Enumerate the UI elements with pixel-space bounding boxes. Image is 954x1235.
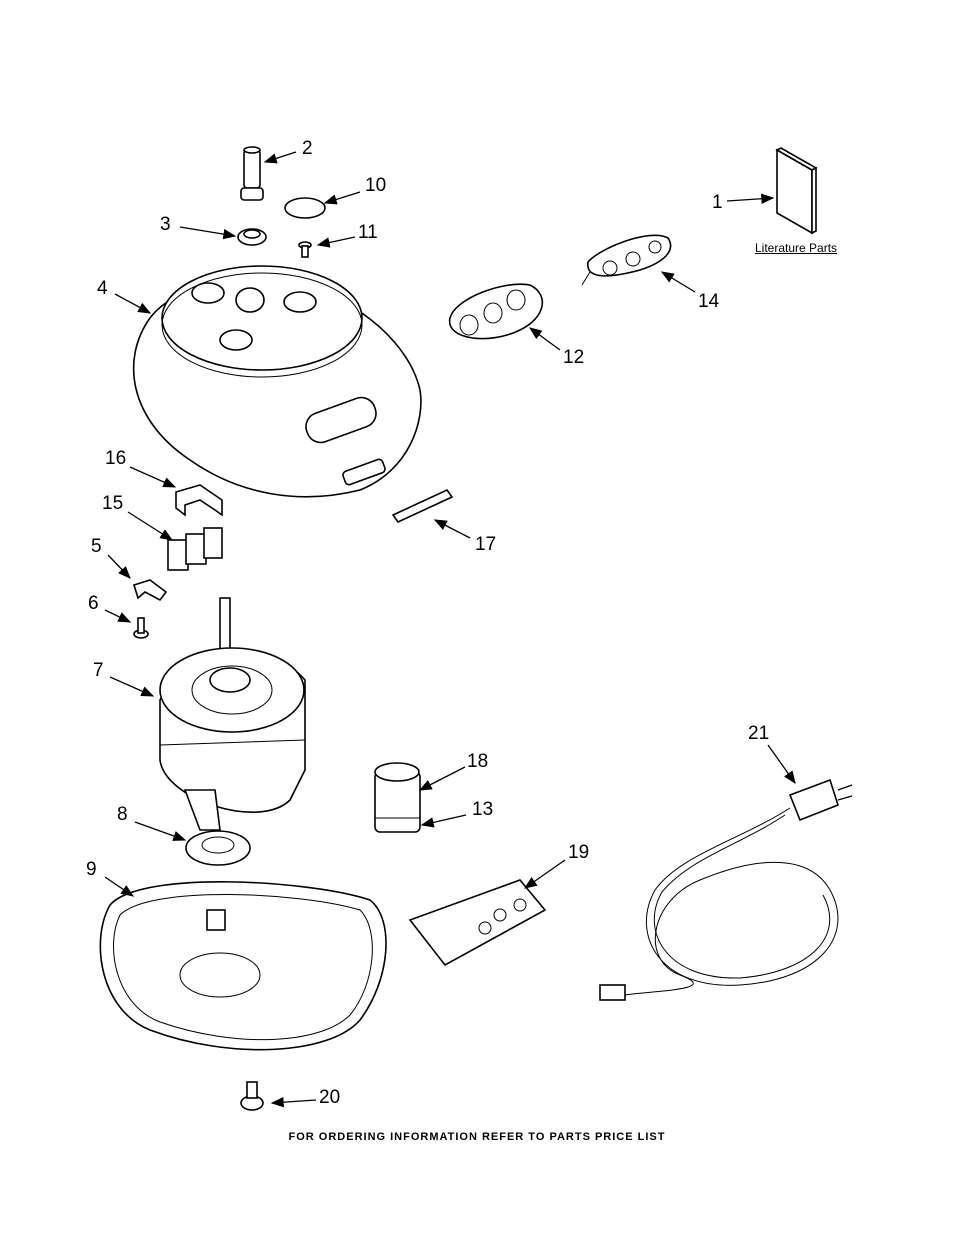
leader-arrow-7 xyxy=(110,677,153,696)
leader-arrow-6 xyxy=(105,610,130,622)
leader-arrow-9 xyxy=(105,877,133,896)
callout-21: 21 xyxy=(748,723,769,744)
part-base xyxy=(100,882,386,1050)
leader-arrow-8 xyxy=(135,822,185,840)
leader-arrow-19 xyxy=(525,860,565,888)
part-kitchenaid-badge xyxy=(393,490,452,522)
part-literature-booklet xyxy=(777,148,816,233)
callout-9: 9 xyxy=(86,859,97,880)
part-switch-plate xyxy=(582,235,671,285)
callout-13: 13 xyxy=(472,799,493,820)
part-motor-screw xyxy=(134,618,148,638)
callout-15: 15 xyxy=(102,493,123,514)
leader-arrow-18 xyxy=(420,767,465,790)
part-bearing xyxy=(186,831,250,865)
part-button-membrane xyxy=(450,284,543,338)
callout-3: 3 xyxy=(160,214,171,235)
leader-arrow-1 xyxy=(727,198,773,201)
part-screw xyxy=(299,242,311,257)
callout-12: 12 xyxy=(563,347,584,368)
leader-arrow-11 xyxy=(318,237,355,245)
leader-arrow-20 xyxy=(272,1100,316,1103)
callout-20: 20 xyxy=(319,1087,340,1108)
callout-7: 7 xyxy=(93,660,104,681)
leader-arrow-17 xyxy=(435,520,470,538)
part-switch-board xyxy=(410,880,545,965)
callout-19: 19 xyxy=(568,842,589,863)
part-motor xyxy=(160,598,305,830)
leader-arrow-13 xyxy=(422,815,466,825)
callout-11: 11 xyxy=(358,222,378,243)
footer-note: FOR ORDERING INFORMATION REFER TO PARTS … xyxy=(0,1131,954,1143)
leader-arrow-10 xyxy=(325,192,360,203)
part-power-cord xyxy=(600,780,852,1000)
leader-arrow-14 xyxy=(662,272,695,292)
part-bracket xyxy=(134,580,166,600)
leader-arrow-12 xyxy=(530,328,560,350)
part-housing xyxy=(134,266,421,497)
part-foot xyxy=(241,1082,263,1110)
leader-arrow-2 xyxy=(265,152,296,162)
leader-arrow-21 xyxy=(768,745,795,783)
part-terminal-block xyxy=(168,528,222,570)
callout-2: 2 xyxy=(302,138,313,159)
leader-arrow-15 xyxy=(128,512,172,540)
callout-14: 14 xyxy=(698,291,720,312)
callout-17: 17 xyxy=(475,534,496,555)
part-cap xyxy=(285,198,325,218)
callout-18: 18 xyxy=(467,751,488,772)
callout-4: 4 xyxy=(97,278,108,299)
part-capacitor xyxy=(375,763,420,832)
leader-arrow-16 xyxy=(130,467,175,487)
leader-arrow-3 xyxy=(180,227,235,236)
part-coupler xyxy=(241,147,263,200)
callout-16: 16 xyxy=(105,448,126,469)
callout-8: 8 xyxy=(117,804,128,825)
part-seal xyxy=(238,229,266,245)
callout-1: 1 xyxy=(712,192,723,213)
callout-10: 10 xyxy=(365,175,386,196)
literature-parts-label: Literature Parts xyxy=(755,241,837,255)
callout-5: 5 xyxy=(91,536,102,557)
leader-arrow-5 xyxy=(108,555,130,578)
callout-6: 6 xyxy=(88,593,99,614)
part-clip xyxy=(176,485,222,515)
leader-arrow-4 xyxy=(115,294,150,313)
